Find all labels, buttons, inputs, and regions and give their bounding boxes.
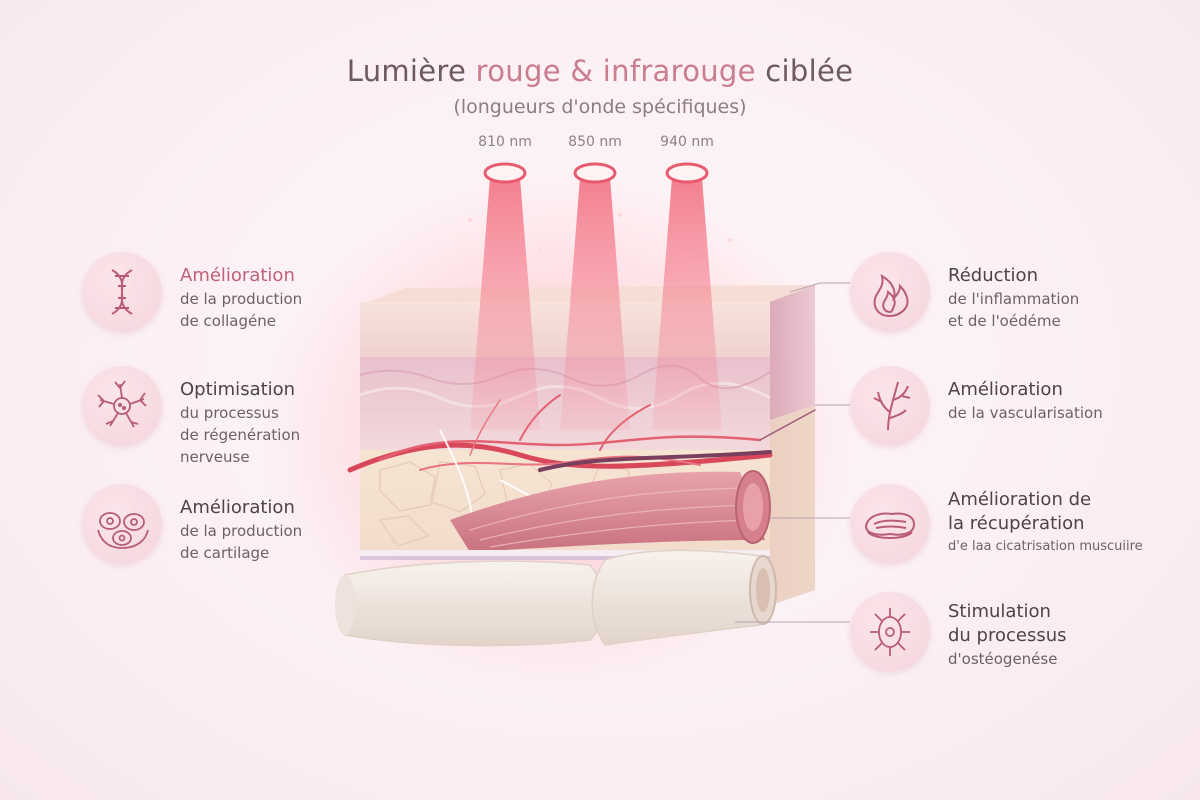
wavelength-label-940: 940 nm xyxy=(660,134,714,150)
beam-850 xyxy=(560,178,630,430)
muscle-fiber-icon xyxy=(850,484,930,564)
title-part-2: ciblée xyxy=(755,54,854,88)
benefit-line: de la vascularisation xyxy=(948,404,1103,422)
benefit-line: de l'inflammation xyxy=(948,290,1080,308)
benefit-heading: Stimulation xyxy=(948,601,1051,622)
emitter-850 xyxy=(573,162,617,184)
page-title: Lumière rouge & infrarouge ciblée xyxy=(0,54,1200,88)
benefit-heading: Amélioration xyxy=(948,379,1063,400)
benefit-line: et de l'oédéme xyxy=(948,312,1061,330)
benefit-heading: Optimisation xyxy=(180,379,296,400)
benefit-line: d'e laa cicatrisation muscuiire xyxy=(948,539,1143,554)
connector-inflammation xyxy=(789,282,850,293)
flame-icon xyxy=(850,252,930,332)
emitters xyxy=(483,162,709,184)
page-subtitle: (longueurs d'onde spécifiques) xyxy=(453,96,747,118)
emitter-810 xyxy=(483,162,527,184)
beam-810 xyxy=(470,178,540,430)
benefit-line: du processus xyxy=(180,404,279,422)
benefit-line: de collagéne xyxy=(180,312,276,330)
benefit-line: de cartilage xyxy=(180,544,270,562)
vein-purple xyxy=(538,450,772,472)
beam-940 xyxy=(652,178,722,430)
artery-red xyxy=(347,442,773,473)
wavelength-label-850: 850 nm xyxy=(568,134,622,150)
benefit-line: de la production xyxy=(180,290,303,308)
bone-left xyxy=(344,560,606,647)
emitter-940 xyxy=(665,162,709,184)
bone-right xyxy=(591,549,761,646)
benefit-heading: Amélioration xyxy=(180,265,295,286)
title-accent: rouge & infrarouge xyxy=(475,54,756,88)
benefit-heading-2: du processus xyxy=(948,625,1067,646)
dna-helix-icon xyxy=(82,252,162,332)
benefit-line: d'ostéogenése xyxy=(948,650,1058,668)
benefit-heading: Réduction xyxy=(948,265,1038,286)
bone-cell-icon xyxy=(850,592,930,672)
title-part-1: Lumière xyxy=(346,54,476,88)
benefit-line: nerveuse xyxy=(180,448,250,466)
light-beams xyxy=(470,178,722,430)
wavelength-label-810: 810 nm xyxy=(478,134,532,150)
blood-vessel-icon xyxy=(850,366,930,446)
benefit-heading: Amélioration de xyxy=(948,489,1092,510)
benefit-line: de la production xyxy=(180,522,303,540)
benefit-heading-2: la récupération xyxy=(948,513,1085,534)
cartilage-cells-icon xyxy=(82,484,162,564)
nerve-cell-icon xyxy=(82,366,162,446)
muscle-bundle xyxy=(450,471,765,552)
benefit-heading: Amélioration xyxy=(180,497,295,518)
benefit-line: de régenération xyxy=(180,426,301,444)
